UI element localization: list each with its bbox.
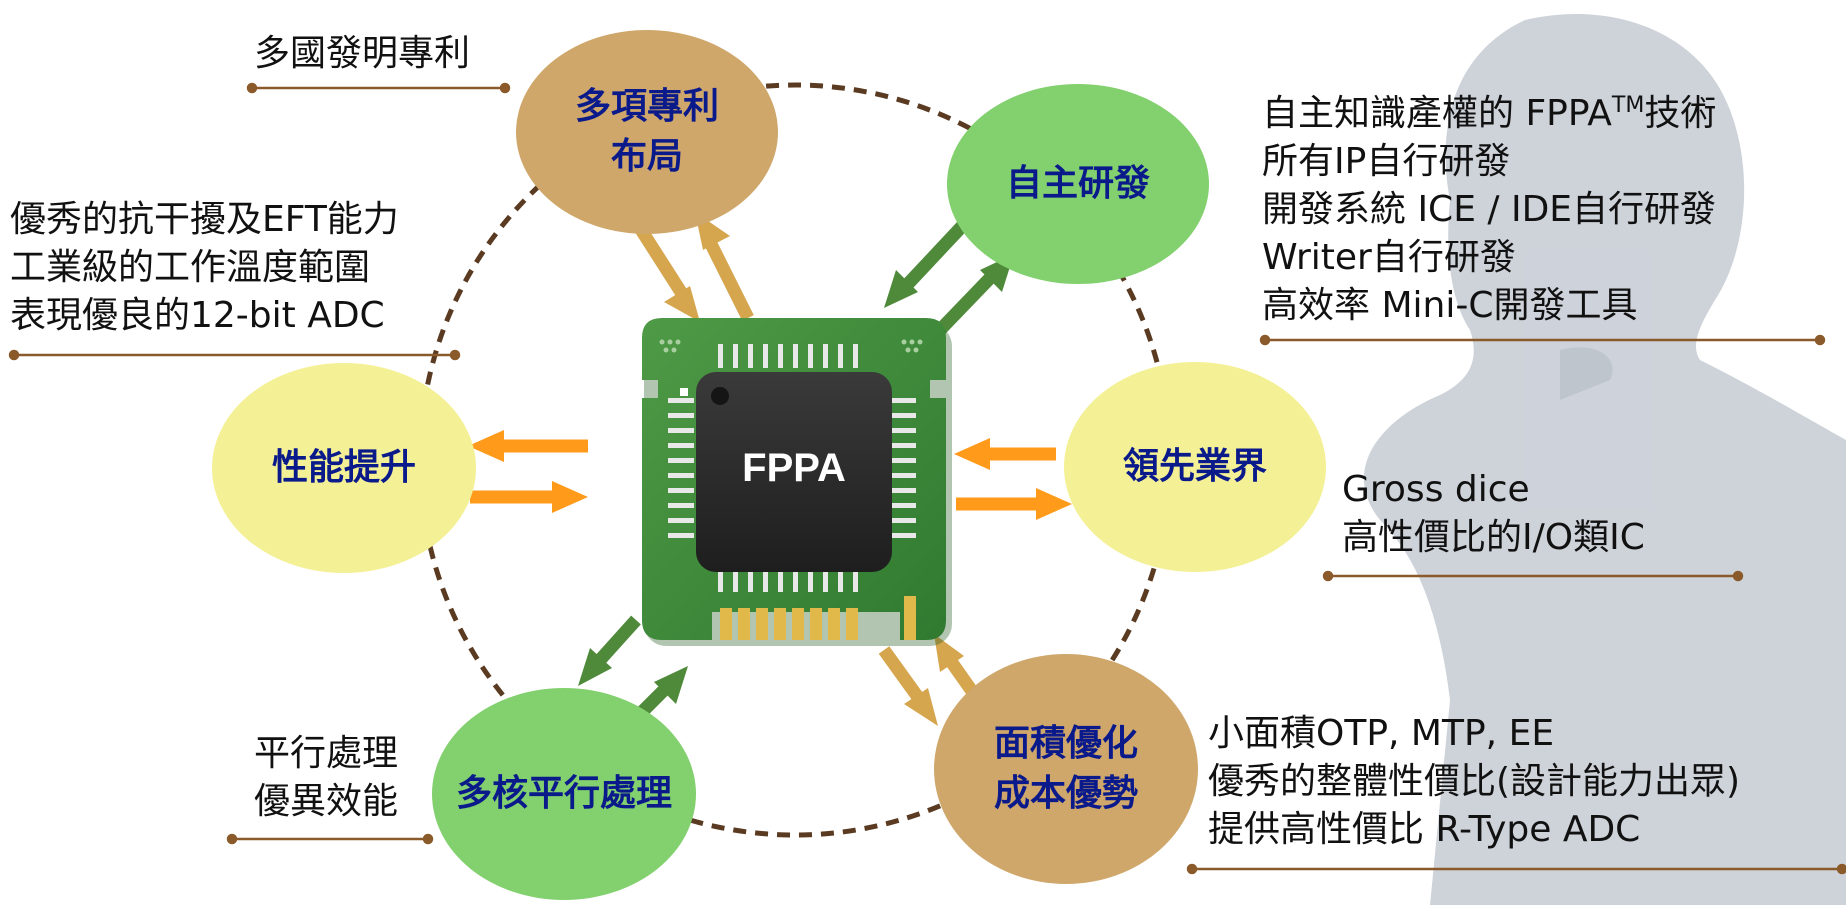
chip-label: FPPA [742, 446, 846, 490]
node-patent: 多項專利 布局 [516, 30, 778, 234]
note-area-line2: 優秀的整體性價比(設計能力出眾) [1208, 761, 1741, 802]
note-independent-line1-prefix: 自主知識產權的 FPPA [1262, 93, 1612, 134]
node-performance: 性能提升 [212, 363, 476, 573]
node-independent-label: 自主研發 [1005, 163, 1150, 204]
note-independent: 自主知識產權的 FPPATM技術 所有IP自行研發 開發系統 ICE / IDE… [1262, 82, 1716, 330]
note-performance: 優秀的抗干擾及EFT能力 工業級的工作溫度範圍 表現優良的12-bit ADC [10, 196, 399, 340]
note-area-line1: 小面積OTP, MTP, EE [1208, 713, 1555, 754]
node-performance-label: 性能提升 [271, 447, 416, 488]
arrow-green-to-multicore [578, 615, 641, 686]
arrow-orange-to-chip-right [954, 438, 1056, 470]
node-area-line1: 面積優化 [993, 723, 1138, 764]
arrow-orange-to-leading [956, 488, 1072, 520]
node-independent: 自主研發 [947, 84, 1209, 284]
node-patent-line1: 多項專利 [574, 86, 719, 127]
note-leading-line2: 高性價比的I/O類IC [1342, 517, 1645, 558]
person-silhouette [1363, 14, 1846, 905]
note-patent-line: 多國發明專利 [254, 33, 471, 74]
trademark-superscript: TM [1611, 93, 1645, 118]
note-multicore-line2: 優異效能 [254, 781, 399, 822]
note-multicore: 平行處理 優異效能 [254, 730, 398, 826]
note-independent-line5: 高效率 Mini-C開發工具 [1262, 285, 1638, 326]
note-performance-line2: 工業級的工作溫度範圍 [10, 247, 371, 288]
node-area-line2: 成本優勢 [993, 773, 1138, 814]
node-multicore: 多核平行處理 [432, 688, 696, 900]
node-patent-line2: 布局 [610, 136, 683, 177]
note-leading-line1: Gross dice [1342, 469, 1530, 510]
note-multicore-line1: 平行處理 [254, 733, 399, 774]
arrow-orange-to-performance [468, 430, 588, 462]
note-performance-line3: 表現優良的12-bit ADC [10, 295, 385, 336]
arrow-orange-from-performance [470, 481, 588, 513]
node-leading: 領先業界 [1064, 362, 1326, 572]
note-independent-line3: 開發系統 ICE / IDE自行研發 [1262, 189, 1717, 230]
note-leading: Gross dice 高性價比的I/O類IC [1342, 466, 1645, 562]
arrow-green-to-chip-top [884, 217, 971, 308]
note-area-line3: 提供高性價比 R-Type ADC [1208, 809, 1641, 850]
chip-graphic [642, 318, 952, 646]
note-independent-line1: 自主知識產權的 FPPATM技術 [1262, 82, 1716, 138]
note-independent-line4: Writer自行研發 [1262, 237, 1516, 278]
arrow-tan-down-left [634, 224, 700, 322]
arrow-tan-up-left [695, 212, 754, 321]
node-leading-label: 領先業界 [1122, 446, 1267, 487]
note-independent-line2: 所有IP自行研發 [1262, 141, 1511, 182]
node-area: 面積優化 成本優勢 [934, 654, 1198, 884]
arrow-tan-to-area [878, 646, 938, 726]
note-independent-line1-suffix: 技術 [1644, 93, 1717, 134]
note-patent: 多國發明專利 [254, 30, 470, 78]
note-performance-line1: 優秀的抗干擾及EFT能力 [10, 199, 399, 240]
node-multicore-label: 多核平行處理 [455, 773, 672, 814]
note-underlines [8, 82, 1846, 875]
note-area: 小面積OTP, MTP, EE 優秀的整體性價比(設計能力出眾) 提供高性價比 … [1208, 710, 1740, 854]
